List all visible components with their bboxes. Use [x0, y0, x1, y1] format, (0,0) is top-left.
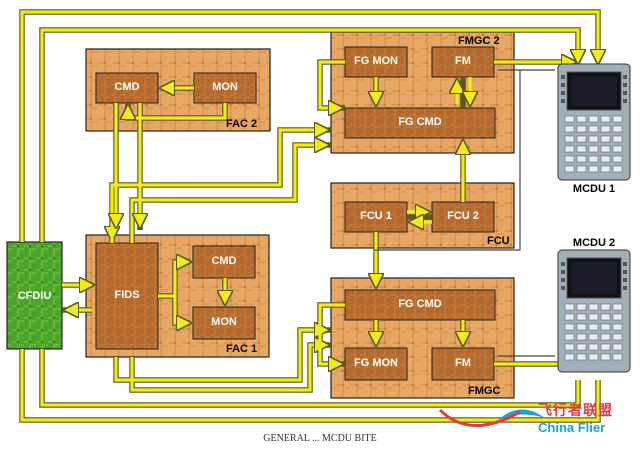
fac1-fids-module	[95, 242, 159, 350]
mcdu2-label: MCDU 2	[572, 237, 616, 249]
fac1-mon-label: MON	[211, 316, 237, 328]
fac2-mon-label: MON	[212, 81, 238, 93]
cfdiu-label: CFDIU	[17, 290, 52, 302]
fcu1-label: FCU 1	[360, 210, 392, 222]
fac1-cmd-module	[192, 245, 256, 279]
fmgc1-title: FMGC	[468, 385, 501, 397]
watermark-cn: 飞行者联盟	[538, 402, 613, 418]
fmgc1-fm-module	[431, 347, 495, 381]
cfdiu-box	[6, 241, 63, 350]
fmgc2-fg-mon-label: FG MON	[354, 55, 398, 67]
fmgc2-fg-mon-module	[344, 46, 408, 78]
fcu2-label: FCU 2	[447, 210, 479, 222]
fmgc2-title: FMGC 2	[458, 35, 500, 47]
watermark-logo-icon	[438, 408, 545, 427]
mcdu1-label: MCDU 1	[572, 183, 616, 195]
fmgc1-fg-cmd-label: FG CMD	[398, 298, 442, 310]
mcdu2-terminal-icon	[557, 249, 631, 373]
fcu-title: FCU	[487, 235, 510, 247]
fac1-fids-label: FIDS	[114, 289, 140, 301]
wire-bundles	[19, 9, 598, 423]
fmgc1-fg-mon-label: FG MON	[354, 357, 398, 369]
fac1-cmd-label: CMD	[211, 255, 237, 267]
fmgc2-fm-label: FM	[455, 55, 471, 67]
fmgc2-fg-cmd-module	[344, 107, 496, 139]
figure-caption: GENERAL ... MCDU BITE	[263, 433, 377, 444]
fmgc1-fm-label: FM	[455, 357, 471, 369]
fmgc2-fg-cmd-label: FG CMD	[398, 116, 442, 128]
mcdu1-terminal-icon	[557, 63, 631, 181]
watermark-en: China Flier	[538, 420, 606, 435]
fac2-cmd-label: CMD	[114, 81, 140, 93]
fac2-title: FAC 2	[226, 118, 258, 130]
fac1-mon-module	[192, 306, 256, 340]
watermark: 飞行者联盟 China Flier	[538, 400, 613, 435]
fac1-title: FAC 1	[226, 343, 258, 355]
